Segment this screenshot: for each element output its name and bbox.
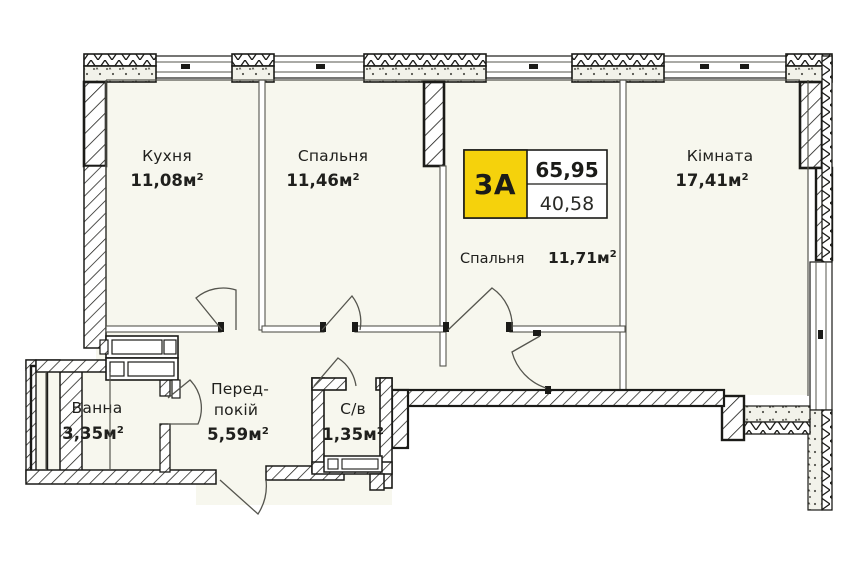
room-label-wc: С/в 1,35м2: [322, 400, 384, 444]
top-window-blocks: [83, 53, 833, 83]
bathroom-left-wall: [59, 365, 83, 477]
window-kitchen: [83, 53, 157, 83]
partition-bedroom2-living: [619, 79, 627, 391]
room-label-bedroom-2: Спальня 11,71м2: [460, 249, 617, 267]
badge-code-text: 3А: [474, 168, 516, 201]
right-lower-exterior: [720, 394, 811, 442]
room-area-bedroom-1: 11,46м2: [286, 171, 359, 190]
window-kitchen-2: [231, 53, 275, 83]
door-bedroom1: [321, 294, 362, 331]
room-label-living-room: Кімната 17,41м2: [675, 147, 753, 190]
main-block-bottom-wall: [390, 386, 726, 450]
area-badge[interactable]: 3А 65,95 40,58: [463, 149, 608, 219]
door-living-room: [511, 335, 547, 389]
floor-fill-areas: [34, 80, 808, 505]
window-bedroom-2: [571, 53, 665, 83]
room-area-kitchen: 11,08м2: [130, 171, 203, 190]
room-area-wc: 1,35м2: [322, 425, 384, 444]
door-wc: [313, 357, 357, 387]
partition-kitchen-bedroom1: [258, 79, 266, 331]
kitchen-balcony-door-detail: [99, 335, 181, 399]
wall-wc-right: [379, 377, 393, 489]
room-area-living-room: 17,41м2: [675, 171, 748, 190]
door-bathroom: [167, 379, 202, 425]
door-bedroom2: [447, 287, 513, 331]
interior-partitions: [105, 79, 627, 391]
room-name-bedroom-2: Спальня: [460, 251, 525, 267]
right-exterior-wall: [807, 55, 833, 511]
door-entry: [219, 479, 267, 515]
room-label-hallway: Перед- покій 5,59м2: [207, 380, 269, 444]
badge-code-box: [463, 149, 528, 219]
badge-living-area: 40,58: [540, 193, 594, 215]
room-name-living-room: Кімната: [687, 147, 754, 165]
left-exterior-wall: [25, 165, 107, 481]
wall-living-bottom: [390, 388, 726, 408]
room-outlines: [45, 79, 809, 470]
door-kitchen: [195, 287, 237, 331]
room-name-hallway-line2: покій: [214, 401, 258, 419]
room-name-wc: С/в: [340, 400, 366, 418]
partition-bedroom1-bedroom2: [439, 165, 447, 367]
column-mid-top: [422, 80, 446, 168]
door-swings: [167, 287, 547, 515]
window-bedroom-1: [363, 53, 487, 83]
badge-total-area: 65,95: [535, 158, 598, 182]
room-area-bedroom-2: 11,71м2: [548, 249, 617, 267]
room-name-bedroom-1: Спальня: [298, 147, 368, 165]
room-name-kitchen: Кухня: [142, 147, 192, 165]
room-area-bathroom: 3,35м2: [62, 424, 124, 443]
column-left-top: [82, 80, 108, 168]
column-right-top: [798, 80, 824, 170]
room-name-hallway-line1: Перед-: [211, 380, 269, 398]
column-bottom-right: [720, 394, 746, 442]
room-area-hallway: 5,59м2: [207, 425, 269, 444]
wc-window-detail: [323, 455, 383, 473]
room-name-bathroom: Ванна: [72, 399, 123, 417]
room-label-bedroom-1: Спальня 11,46м2: [286, 147, 368, 190]
room-label-kitchen: Кухня 11,08м2: [130, 147, 203, 190]
wall-bathroom-bottom: [25, 469, 217, 485]
